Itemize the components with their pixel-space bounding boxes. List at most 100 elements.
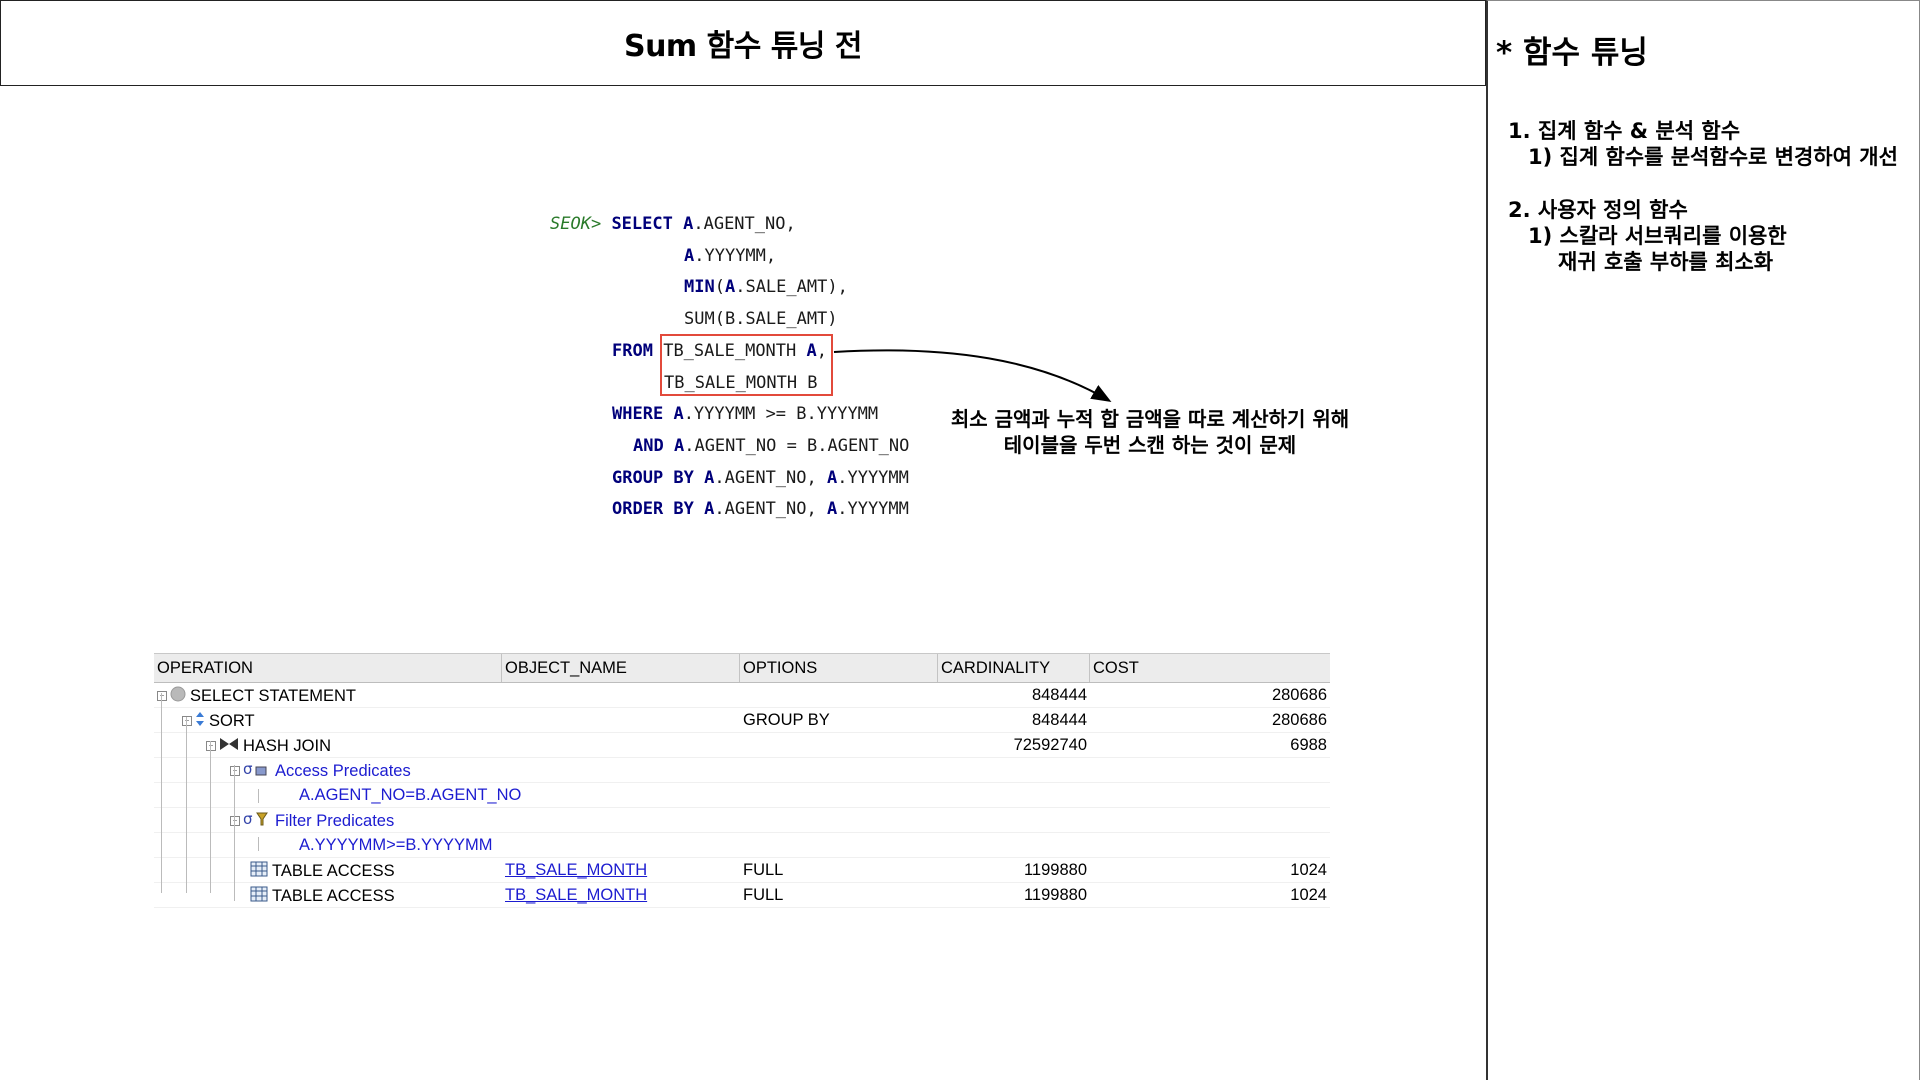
sql-text: ( [714,277,725,298]
sql-keyword-group: GROUP BY [612,467,694,488]
side-item-2: 2. 사용자 정의 함수 [1508,198,1688,222]
cost-cell: 1024 [1290,886,1327,904]
col-header-cardinality[interactable]: CARDINALITY [941,659,1051,677]
options-cell: GROUP BY [743,711,830,729]
sql-text: .YYYYMM [837,499,909,520]
plan-operation-cell: SELECT STATEMENT [170,686,356,707]
cost-cell: 280686 [1271,711,1327,729]
sql-line-from2: TB_SALE_MONTH B [664,368,818,400]
sql-text: , [816,340,827,361]
plan-row[interactable]: − SELECT STATEMENT 848444 280686 [154,683,1330,708]
sql-alias: A [684,245,695,266]
sql-function: MIN [684,277,715,298]
sql-line-group: GROUP BY A.AGENT_NO, A.YYYYMM [612,463,909,495]
plan-operation-cell: σ Filter Predicates [243,810,395,832]
sql-line-col4: SUM(B.SALE_AMT) [684,304,838,336]
sort-icon [195,711,205,732]
plan-row[interactable]: A.YYYYMM>=B.YYYYMM [154,833,1330,858]
sql-line-select: SEOK> SELECT A.AGENT_NO, [550,209,796,241]
collapse-toggle-icon[interactable]: − [230,816,240,826]
sql-line-and: AND A.AGENT_NO = B.AGENT_NO [633,431,909,463]
sql-line-order: ORDER BY A.AGENT_NO, A.YYYYMM [612,494,909,526]
sql-text: .AGENT_NO = B.AGENT_NO [684,435,910,456]
sql-alias: A [683,214,694,234]
predicate-text: A.YYYYMM>=B.YYYYMM [299,836,493,854]
tree-line [234,765,235,901]
annotation-text: 최소 금액과 누적 합 금액을 따로 계산하기 위해 테이블을 두번 스캔 하는… [930,406,1370,458]
sql-text: SUM(B.SALE_AMT) [684,309,838,330]
sql-alias: A [704,467,715,488]
collapse-toggle-icon[interactable]: − [230,766,240,776]
tree-line [210,741,211,893]
sql-alias: A [673,435,685,456]
side-item-1-sub: 1) 집계 함수를 분석함수로 변경하여 개선 [1528,145,1898,169]
col-header-cost[interactable]: COST [1093,659,1139,677]
svg-text:σ: σ [243,811,253,827]
collapse-toggle-icon[interactable]: − [182,716,192,726]
sql-line-col3: MIN(A.SALE_AMT), [684,272,848,304]
svg-text:σ: σ [243,761,253,777]
side-heading: * 함수 튜닝 [1496,35,1648,71]
cost-cell: 6988 [1290,736,1327,754]
plan-operation-cell: σ Access Predicates [243,760,411,782]
options-cell: FULL [743,861,784,879]
cost-cell: 1024 [1290,861,1327,879]
plan-row[interactable]: − σ Filter Predicates [154,808,1330,833]
sql-alias: A [673,404,684,425]
sql-alias: A [826,467,838,488]
sql-alias: A [806,340,817,361]
cardinality-cell: 1199880 [1023,886,1087,904]
object-name-link[interactable]: TB_SALE_MONTH [505,886,648,904]
sql-text: .YYYYMM >= B.YYYYMM [683,404,879,425]
side-item-aggregate: 1. 집계 함수 & 분석 함수 1) 집계 함수를 분석함수로 변경하여 개선 [1508,118,1898,170]
col-header-options[interactable]: OPTIONS [743,659,818,677]
tree-line [258,789,259,803]
col-header-operation[interactable]: OPERATION [157,659,253,677]
tree-line [161,693,162,893]
sql-keyword-from: FROM [612,340,653,361]
sql-text: .AGENT_NO, [714,467,827,488]
sql-keyword-where: WHERE [612,404,664,425]
table-highlight-box [660,334,833,396]
cardinality-cell: 848444 [1031,686,1087,704]
plan-row[interactable]: TABLE ACCESS TB_SALE_MONTH FULL 1199880 … [154,883,1330,908]
side-item-udf: 2. 사용자 정의 함수 1) 스칼라 서브쿼리를 이용한 재귀 호출 부하를 … [1508,197,1787,275]
table-icon [250,861,268,882]
cardinality-cell: 72592740 [1013,736,1087,754]
plan-operation-cell: TABLE ACCESS [250,886,395,907]
execution-plan-table: OPERATION OBJECT_NAME OPTIONS CARDINALIT… [154,653,1330,908]
sql-text: .AGENT_NO, [714,499,827,520]
col-header-object-name[interactable]: OBJECT_NAME [505,659,627,677]
sql-table: TB_SALE_MONTH B [664,372,818,393]
plan-row[interactable]: A.AGENT_NO=B.AGENT_NO [154,783,1330,808]
sql-keyword-and: AND [633,435,664,456]
predicate-text: A.AGENT_NO=B.AGENT_NO [299,786,522,804]
object-name-link[interactable]: TB_SALE_MONTH [505,861,648,879]
sql-text: .YYYYMM [837,467,909,488]
operation-text: TABLE ACCESS [272,886,395,905]
plan-operation-cell: SORT [195,711,255,732]
plan-row[interactable]: TABLE ACCESS TB_SALE_MONTH FULL 1199880 … [154,858,1330,883]
plan-row[interactable]: − HASH JOIN 72592740 6988 [154,733,1330,758]
operation-text: TABLE ACCESS [272,861,395,880]
operation-text: Access Predicates [275,761,411,780]
sql-line-from: FROM TB_SALE_MONTH A, [612,336,827,368]
sql-prompt: SEOK> [550,214,602,234]
hash-join-icon [219,736,239,757]
operation-text: Filter Predicates [275,811,395,830]
sql-alias: A [704,499,715,520]
plan-operation-cell: TABLE ACCESS [250,861,395,882]
side-item-1: 1. 집계 함수 & 분석 함수 [1508,119,1741,143]
table-icon [250,886,268,907]
sql-table: TB_SALE_MONTH [663,340,807,361]
sql-text: .AGENT_NO, [693,214,796,234]
annotation-line-1: 최소 금액과 누적 합 금액을 따로 계산하기 위해 [950,407,1350,431]
collapse-toggle-icon[interactable]: − [157,691,167,701]
plan-row[interactable]: − σ Access Predicates [154,758,1330,783]
sql-alias: A [826,499,838,520]
annotation-line-2: 테이블을 두번 스캔 하는 것이 문제 [1003,433,1297,457]
collapse-toggle-icon[interactable]: − [206,741,216,751]
operation-text: SELECT STATEMENT [190,686,356,705]
tree-line [258,837,259,851]
plan-row[interactable]: − SORT GROUP BY 848444 280686 [154,708,1330,733]
